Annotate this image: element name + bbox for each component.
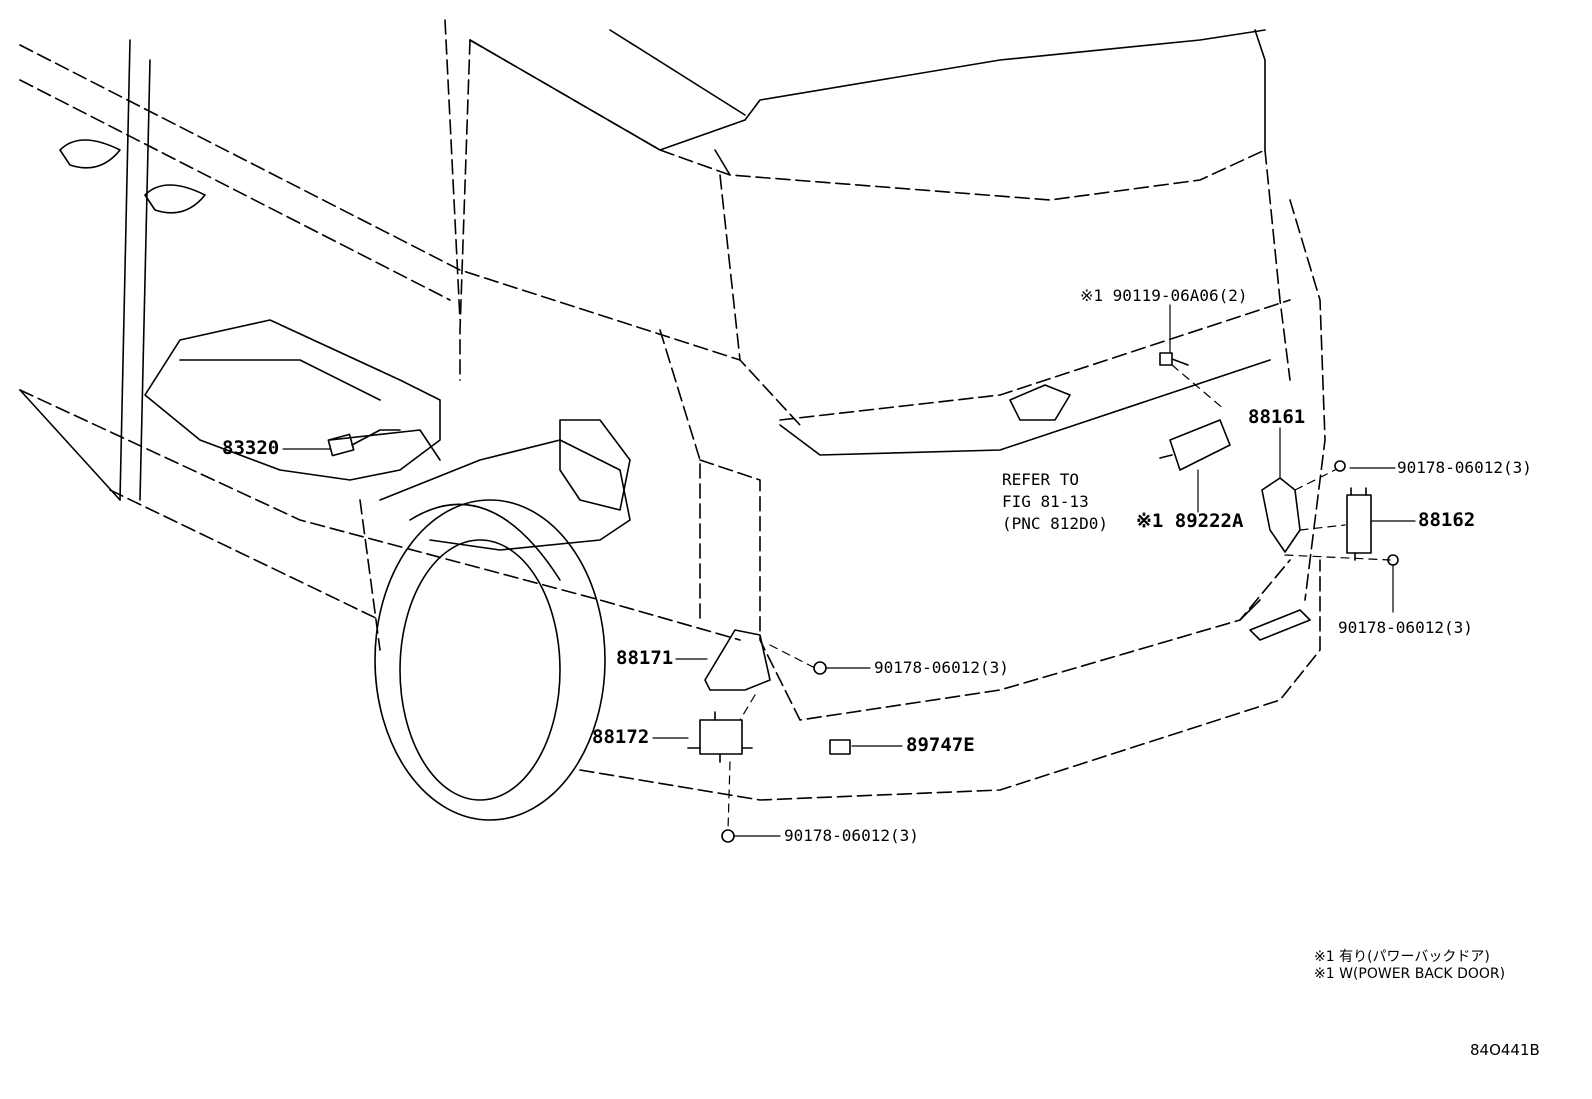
part-90119-bolt [1159, 352, 1189, 366]
leader-lines [282, 304, 1416, 837]
part-88171-bracket [704, 629, 771, 691]
label-refer-line3: (PNC 812D0) [1002, 514, 1108, 533]
label-90178-d: 90178-06012(3) [784, 826, 919, 845]
label-89222a: ※1 89222A [1136, 510, 1244, 532]
label-88171: 88171 [616, 647, 674, 669]
label-refer-line1: REFER TO [1002, 470, 1080, 489]
part-88161-bracket [1261, 477, 1301, 553]
label-refer-line2: FIG 81-13 [1002, 492, 1089, 511]
note-japanese: ※1 有り(パワーバックドア) [1314, 949, 1490, 965]
part-88172-module [687, 711, 753, 763]
part-88162-module [1346, 487, 1372, 561]
label-83320: 83320 [222, 437, 280, 459]
note-english: ※1 W(POWER BACK DOOR) [1314, 966, 1506, 982]
label-88172: 88172 [592, 726, 650, 748]
figure-id: 84O441B [1470, 1041, 1540, 1059]
vehicle-solid-lines [19, 29, 1311, 821]
part-89747e-sensor [829, 739, 851, 755]
part-89222a-module [1159, 419, 1231, 471]
label-90178-c: 90178-06012(3) [874, 658, 1009, 677]
connection-lines [727, 364, 1391, 831]
vehicle-outline [19, 19, 1326, 801]
part-83320-sensor [327, 429, 401, 457]
label-90178-a: 90178-06012(3) [1397, 458, 1532, 477]
label-88161: 88161 [1248, 406, 1306, 428]
label-88162: 88162 [1418, 509, 1476, 531]
label-90178-b: 90178-06012(3) [1338, 618, 1473, 637]
label-89747e: 89747E [906, 734, 975, 756]
label-90119: ※1 90119-06A06(2) [1080, 286, 1248, 305]
